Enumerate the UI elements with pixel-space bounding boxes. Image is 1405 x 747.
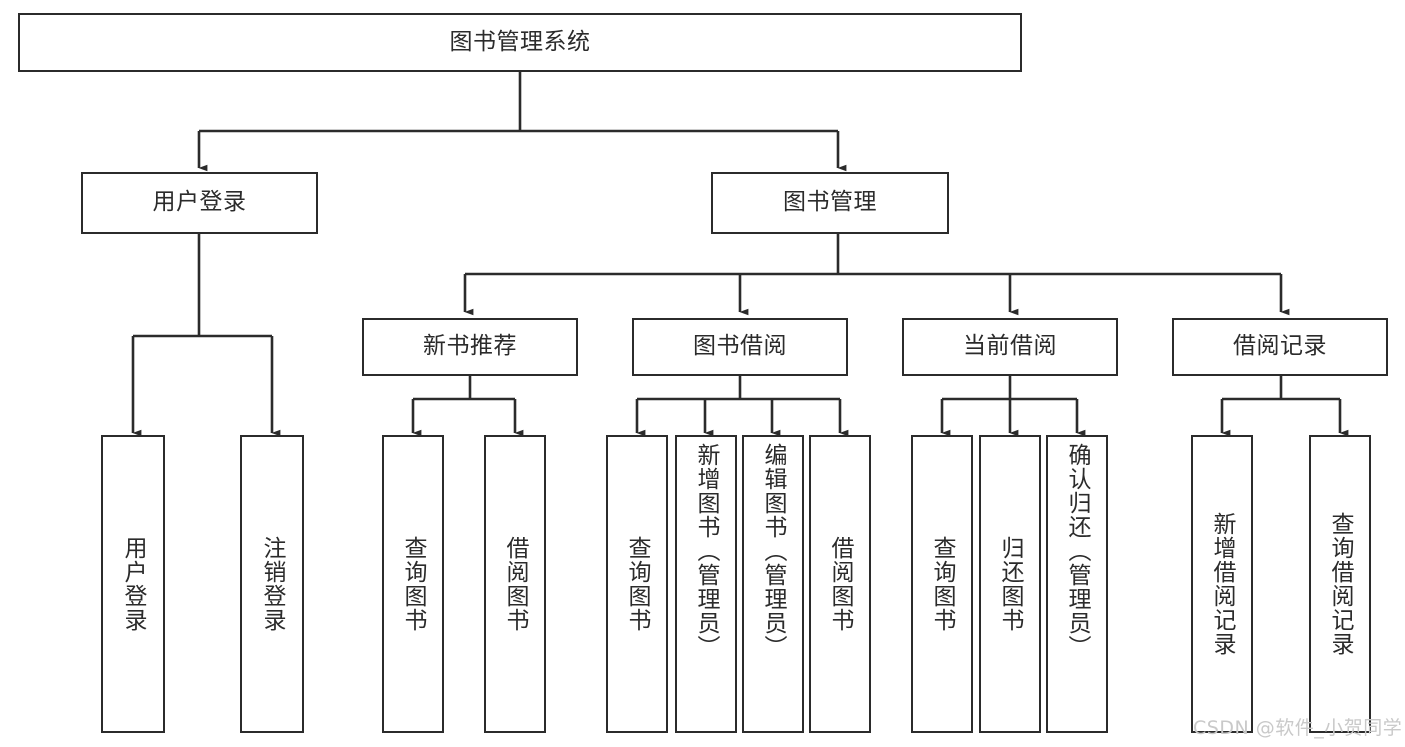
node-leaf-query-book-1-label: 查询图书	[400, 536, 427, 632]
node-leaf-add-book-admin[interactable]: 新增图书（管理员）	[675, 435, 737, 733]
node-user-login[interactable]: 用户登录	[81, 172, 318, 234]
node-new-book-recommend-label: 新书推荐	[423, 333, 517, 360]
node-book-management-label: 图书管理	[783, 189, 877, 216]
node-leaf-borrow-book-1-label: 借阅图书	[502, 536, 529, 632]
node-leaf-return-book[interactable]: 归还图书	[979, 435, 1041, 733]
node-leaf-query-book-2-label: 查询图书	[624, 536, 651, 632]
node-leaf-user-login[interactable]: 用户登录	[101, 435, 165, 733]
node-leaf-borrow-book-2[interactable]: 借阅图书	[809, 435, 871, 733]
node-book-management[interactable]: 图书管理	[711, 172, 949, 234]
csdn-watermark: CSDN @软件_小贺同学	[1193, 717, 1403, 739]
node-leaf-logout-login[interactable]: 注销登录	[240, 435, 304, 733]
node-leaf-query-book-3-label: 查询图书	[929, 536, 956, 632]
node-leaf-query-book-1[interactable]: 查询图书	[382, 435, 444, 733]
node-leaf-borrow-book-2-label: 借阅图书	[827, 536, 854, 632]
node-leaf-borrow-book-1[interactable]: 借阅图书	[484, 435, 546, 733]
node-root[interactable]: 图书管理系统	[18, 13, 1022, 72]
node-leaf-confirm-return-admin[interactable]: 确认归还（管理员）	[1046, 435, 1108, 733]
node-current-borrow[interactable]: 当前借阅	[902, 318, 1118, 376]
node-leaf-add-borrow-record[interactable]: 新增借阅记录	[1191, 435, 1253, 733]
node-leaf-query-book-2[interactable]: 查询图书	[606, 435, 668, 733]
node-leaf-edit-book-admin-label: 编辑图书（管理员）	[760, 443, 787, 659]
node-book-borrow-label: 图书借阅	[693, 333, 787, 360]
node-leaf-query-borrow-record-label: 查询借阅记录	[1327, 512, 1354, 656]
node-current-borrow-label: 当前借阅	[963, 333, 1057, 360]
node-leaf-query-borrow-record[interactable]: 查询借阅记录	[1309, 435, 1371, 733]
node-leaf-confirm-return-admin-label: 确认归还（管理员）	[1064, 443, 1091, 659]
node-leaf-user-login-label: 用户登录	[120, 536, 147, 632]
node-leaf-return-book-label: 归还图书	[997, 536, 1024, 632]
node-borrow-record[interactable]: 借阅记录	[1172, 318, 1388, 376]
node-root-label: 图书管理系统	[449, 28, 591, 55]
node-leaf-query-book-3[interactable]: 查询图书	[911, 435, 973, 733]
node-leaf-add-borrow-record-label: 新增借阅记录	[1209, 512, 1236, 656]
node-leaf-edit-book-admin[interactable]: 编辑图书（管理员）	[742, 435, 804, 733]
node-borrow-record-label: 借阅记录	[1233, 333, 1327, 360]
node-user-login-label: 用户登录	[152, 189, 247, 216]
node-new-book-recommend[interactable]: 新书推荐	[362, 318, 578, 376]
node-leaf-logout-login-label: 注销登录	[259, 536, 286, 632]
node-book-borrow[interactable]: 图书借阅	[632, 318, 848, 376]
node-leaf-add-book-admin-label: 新增图书（管理员）	[693, 443, 720, 659]
